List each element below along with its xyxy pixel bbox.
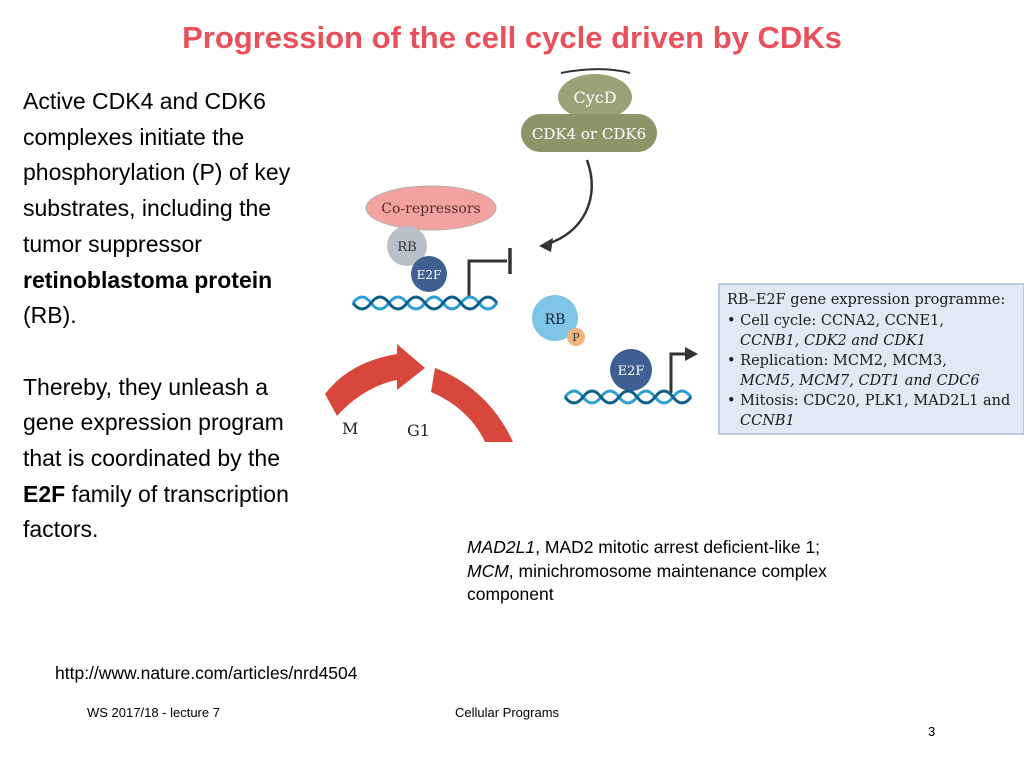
page-number: 3 bbox=[928, 724, 936, 739]
slide-title: Progression of the cell cycle driven by … bbox=[182, 20, 842, 55]
rb-phospho-label: RB bbox=[545, 312, 566, 328]
cell-cycle-arc bbox=[325, 344, 425, 416]
gene-line-6: CCNB1 bbox=[740, 413, 795, 429]
cdk-label: CDK4 or CDK6 bbox=[532, 125, 646, 143]
gene-line-3: • Replication: MCM2, MCM3, bbox=[727, 353, 947, 369]
body-text: Active CDK4 and CDK6 complexes initiate … bbox=[23, 84, 323, 548]
inhibition-symbol bbox=[467, 259, 507, 298]
phosphate-circle bbox=[567, 328, 585, 346]
rb-e2f-pathway-figure: CycD CDK4 or CDK6 Co-repressors RB E2F R… bbox=[325, 68, 1024, 442]
abbreviation-caption: MAD2L1, MAD2 mitotic arrest deficient-li… bbox=[467, 537, 827, 604]
e2f-label-repressed: E2F bbox=[417, 268, 442, 282]
rb-grey-label: RB bbox=[397, 240, 416, 255]
gene-programme-title: RB–E2F gene expression programme: bbox=[727, 292, 1005, 308]
rb-phospho-circle bbox=[532, 295, 578, 341]
gene-line-2: CCNB1, CDK2 and CDK1 bbox=[740, 333, 926, 349]
top-arc bbox=[560, 68, 631, 74]
footer-course: Cellular Programs bbox=[455, 705, 560, 720]
cycd-ellipse bbox=[558, 74, 632, 120]
phosphate-label: P bbox=[572, 331, 580, 344]
source-url[interactable]: http://www.nature.com/articles/nrd4504 bbox=[55, 663, 358, 683]
paragraph-e2f: Thereby, they unleash a gene expression … bbox=[23, 373, 289, 543]
activation-arrow-head bbox=[539, 238, 553, 252]
gene-line-1: • Cell cycle: CCNA2, CCNE1, bbox=[727, 313, 944, 329]
g1-label: G1 bbox=[407, 421, 430, 440]
e2f-label-active: E2F bbox=[618, 364, 645, 379]
gene-line-5: • Mitosis: CDC20, PLK1, MAD2L1 and bbox=[727, 393, 1010, 409]
cell-cycle-arc-right bbox=[431, 368, 513, 442]
cycd-label: CycD bbox=[573, 88, 616, 107]
activation-arrow bbox=[546, 159, 593, 246]
promoter-arrow-head bbox=[685, 347, 698, 361]
e2f-circle-repressed bbox=[411, 256, 447, 292]
dna-strand-2 bbox=[351, 295, 499, 311]
rb-grey-circle bbox=[387, 226, 427, 266]
footer-lecture: WS 2017/18 - lecture 7 bbox=[87, 705, 220, 720]
dna-strand-3 bbox=[563, 389, 693, 405]
dna-strand-4 bbox=[563, 389, 693, 405]
cdk-complex bbox=[521, 114, 657, 152]
e2f-circle-active bbox=[610, 349, 652, 391]
m-label: M bbox=[342, 419, 358, 438]
corepressors-ellipse bbox=[365, 185, 497, 231]
gene-programme-list: • Cell cycle: CCNA2, CCNE1, CCNB1, CDK2 … bbox=[727, 313, 1010, 429]
paragraph-cdk: Active CDK4 and CDK6 complexes initiate … bbox=[23, 88, 291, 329]
gene-line-4: MCM5, MCM7, CDT1 and CDC6 bbox=[739, 373, 980, 389]
corepressors-label: Co-repressors bbox=[381, 201, 480, 217]
gene-programme-box bbox=[718, 283, 1024, 435]
promoter-arrow bbox=[669, 352, 687, 393]
